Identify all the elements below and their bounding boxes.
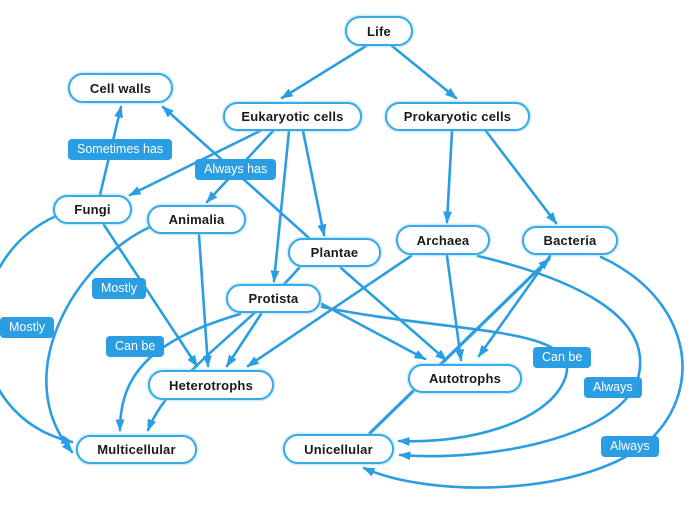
edge-protista-to-autotrophs [320,302,427,361]
edge-label-can_be_2[interactable]: Can be [533,347,592,368]
node-archaea[interactable]: Archaea [396,225,490,255]
edge-life-to-eukaryotic [280,44,368,100]
node-fungi[interactable]: Fungi [53,195,132,224]
edge-label-always_2[interactable]: Always [601,436,659,457]
edge-archaea-to-heterotrophs [246,254,413,368]
node-plantae[interactable]: Plantae [288,238,381,267]
node-eukaryotic[interactable]: Eukaryotic cells [223,102,362,131]
edge-archaea-to-autotrophs [445,254,465,362]
node-life[interactable]: Life [345,16,413,46]
edge-eukaryotic-to-plantae [301,129,327,237]
node-heterotrophs[interactable]: Heterotrophs [148,370,274,400]
node-unicellular[interactable]: Unicellular [283,434,394,464]
edge-eukaryotic-to-protista [270,129,291,283]
edge-prokaryotic-to-bacteria [484,129,558,225]
edge-animalia-to-heterotrophs [197,233,212,368]
node-autotrophs[interactable]: Autotrophs [408,364,522,393]
edge-label-mostly_2[interactable]: Mostly [0,317,55,338]
edge-label-always_1[interactable]: Always [584,377,642,398]
node-multicellular[interactable]: Multicellular [76,435,197,464]
edge-unicellular-to-bacteria [368,257,551,435]
edge-prokaryotic-to-archaea [443,129,454,224]
edge-protista-to-heterotrophs [225,312,263,368]
node-cell_walls[interactable]: Cell walls [68,73,173,103]
node-animalia[interactable]: Animalia [147,205,246,234]
edge-label-always_has[interactable]: Always has [195,159,277,180]
node-protista[interactable]: Protista [226,284,321,313]
node-bacteria[interactable]: Bacteria [522,226,618,255]
edge-plantae-to-autotrophs [339,266,448,362]
edge-animalia-to-multicellular [45,225,152,454]
edge-protista-to-unicellular [320,305,569,446]
edge-label-mostly_1[interactable]: Mostly [92,278,147,299]
node-prokaryotic[interactable]: Prokaryotic cells [385,102,530,131]
edge-fungi-to-multicellular [0,214,74,444]
edge-fungi-to-heterotrophs [102,223,199,368]
edge-protista-to-multicellular [115,312,242,432]
edge-life-to-prokaryotic [390,44,458,100]
edge-label-can_be_1[interactable]: Can be [106,336,165,357]
edge-label-sometimes_has[interactable]: Sometimes has [68,139,173,160]
